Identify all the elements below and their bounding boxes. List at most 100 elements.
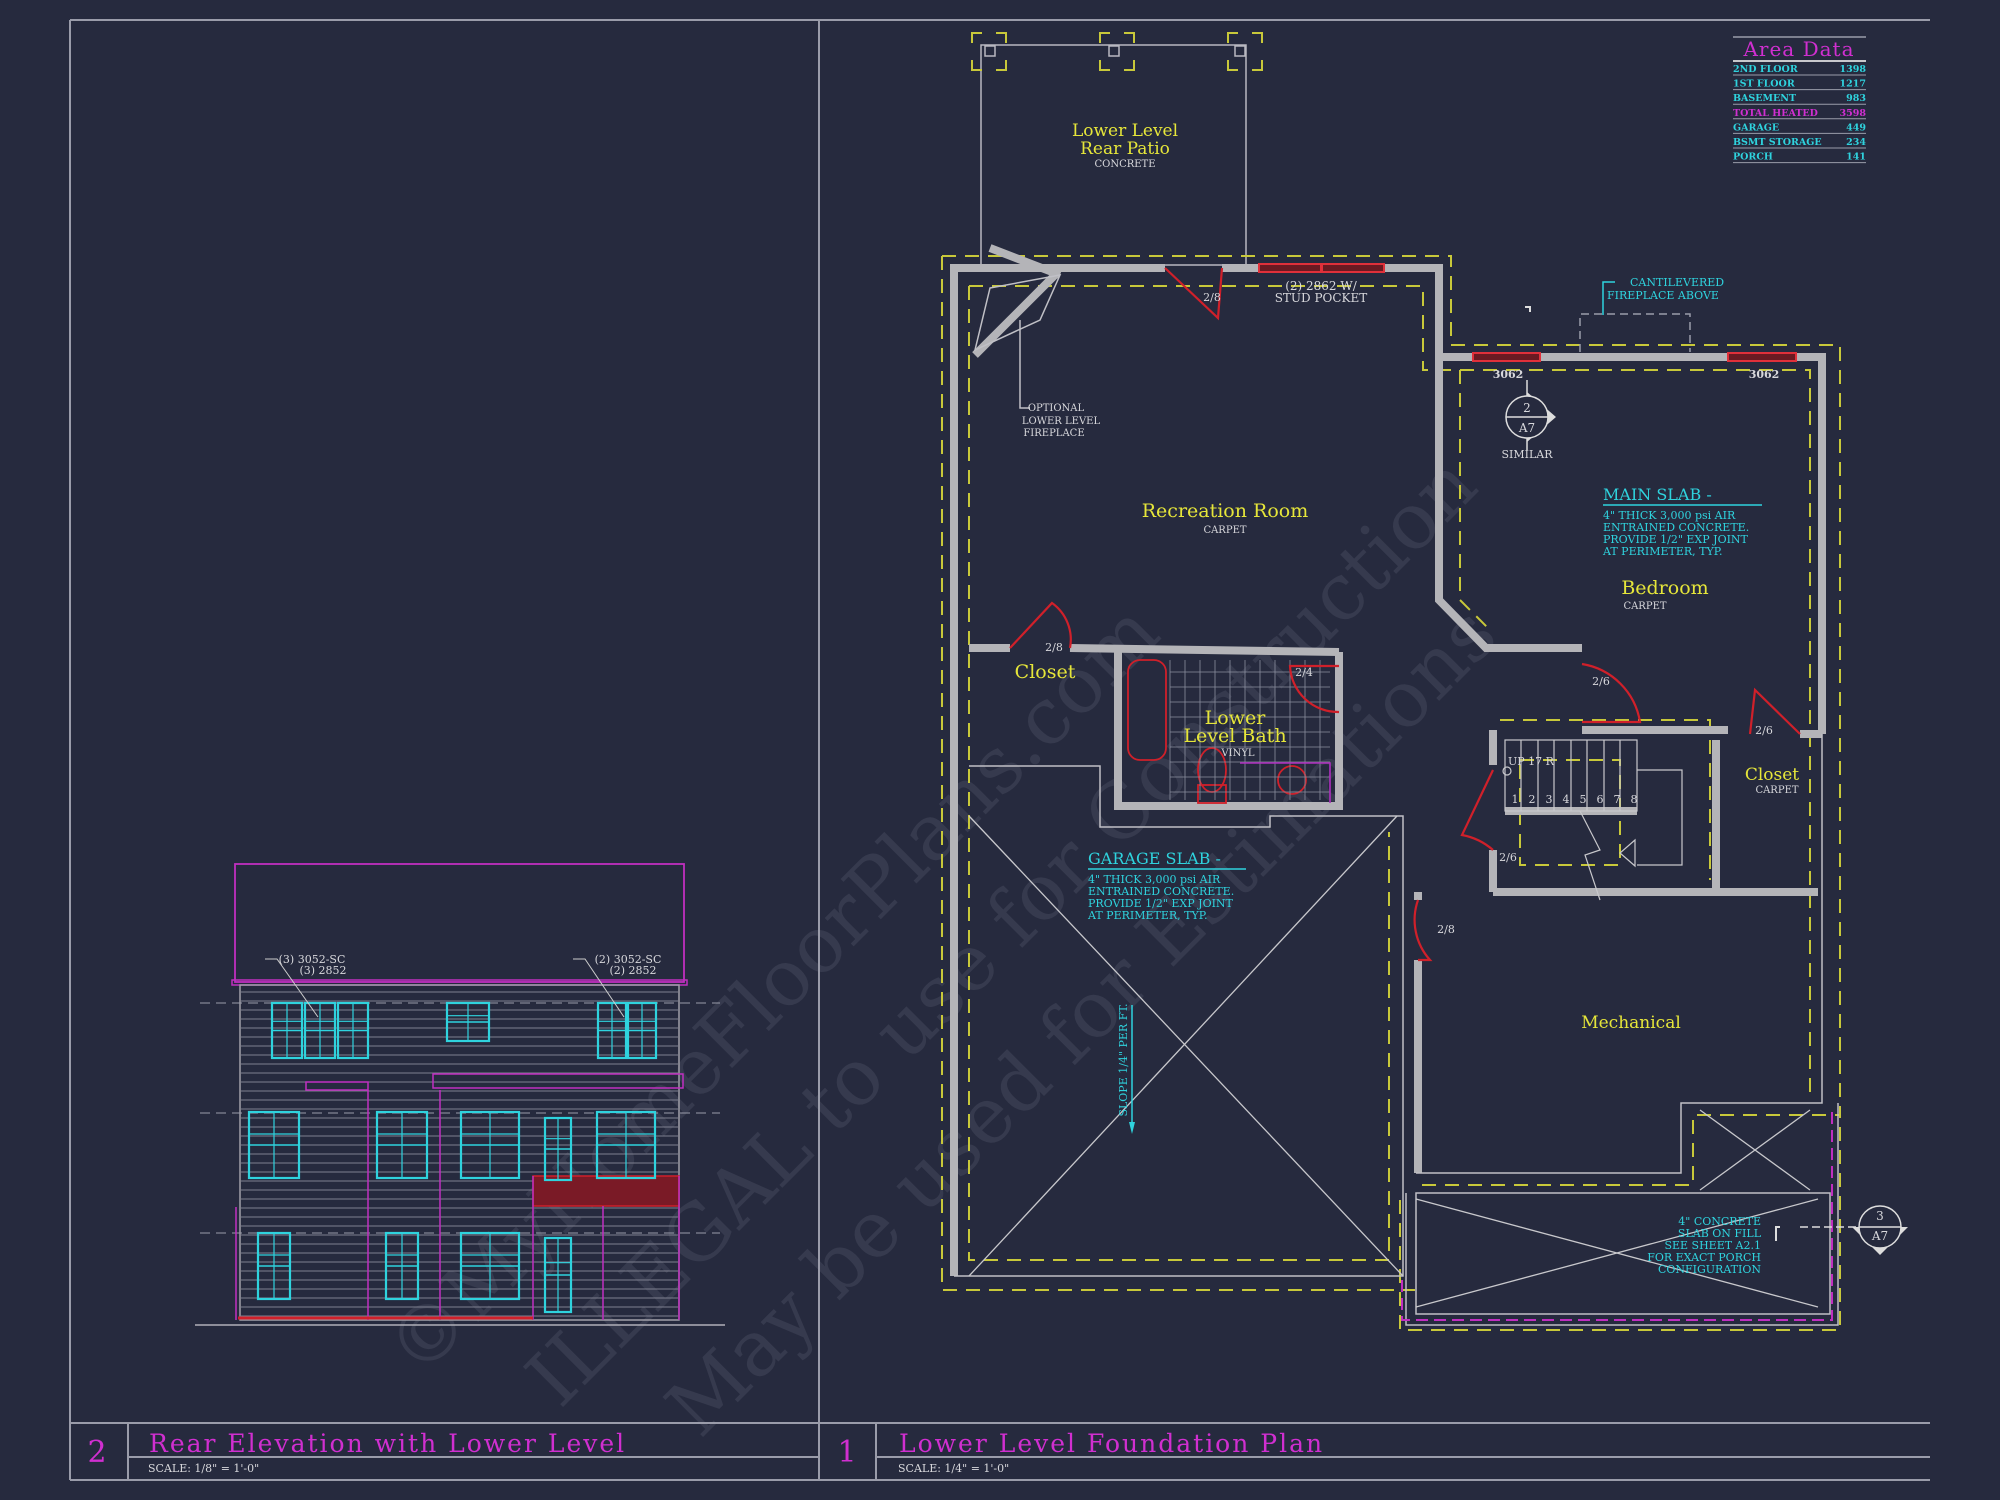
note-main-slab: AT PERIMETER, TYP. (1602, 545, 1722, 558)
note-cantilevered: FIREPLACE ABOVE (1607, 289, 1719, 302)
section-marker-2[interactable]: 2 A7 SIMILAR (1501, 380, 1556, 461)
note-porch: SLAB ON FILL (1678, 1227, 1762, 1240)
section-number: 2 (1523, 401, 1531, 415)
note-stud-pocket: STUD POCKET (1275, 291, 1368, 305)
note-cantilevered: CANTILEVERED (1630, 276, 1724, 289)
door-label: 2/4 (1295, 666, 1313, 679)
doors (1009, 267, 1801, 962)
elevation-window (303, 1001, 337, 1060)
finish-label: CARPET (1623, 601, 1666, 612)
area-row-label: BASEMENT (1733, 93, 1796, 104)
note-garage-slab: 4" THICK 3,000 psi AIR (1088, 873, 1221, 886)
room-label-bath: Level Bath (1183, 725, 1286, 747)
drawing-number: 2 (87, 1435, 106, 1470)
note-garage-slab: AT PERIMETER, TYP. (1087, 909, 1207, 922)
note-fireplace: FIREPLACE (1023, 428, 1084, 439)
finish-label: CARPET (1755, 785, 1798, 796)
stair-step-number: 8 (1631, 793, 1638, 806)
window-label: 3062 (1749, 368, 1780, 381)
door-label: 2/8 (1045, 641, 1063, 654)
stair-step-number: 5 (1580, 793, 1587, 806)
foundation-plan: 2 A7 SIMILAR 3 A7 Lower Level Rear Patio… (941, 32, 1908, 1331)
room-label-mechanical: Mechanical (1581, 1013, 1681, 1033)
area-row-value: 449 (1846, 122, 1866, 133)
area-row-label: 1ST FLOOR (1733, 79, 1795, 90)
area-row-value: 234 (1846, 137, 1866, 148)
sheet-frame (69, 19, 1930, 1481)
windows (1258, 263, 1797, 362)
note-main-slab: 4" THICK 3,000 psi AIR (1603, 509, 1736, 522)
stair-label: UP 17 R (1508, 755, 1555, 768)
door-label: 2/6 (1592, 675, 1610, 688)
elevation-callout-left: (3) 2852 (299, 964, 346, 977)
room-label-bedroom: Bedroom (1621, 577, 1708, 599)
elevation-window (626, 1001, 658, 1060)
finish-label: VINYL (1220, 748, 1255, 759)
section-note: SIMILAR (1501, 448, 1553, 461)
stair-step-number: 7 (1614, 793, 1621, 806)
area-row-value: 141 (1846, 152, 1866, 163)
room-label-patio: Rear Patio (1080, 139, 1170, 159)
drawing-scale: SCALE: 1/4" = 1'-0" (898, 1462, 1009, 1475)
area-row-label: TOTAL HEATED (1733, 108, 1818, 119)
drawing-title: Rear Elevation with Lower Level (149, 1429, 626, 1458)
elevation-window (543, 1236, 573, 1314)
drawing-scale: SCALE: 1/8" = 1'-0" (148, 1462, 259, 1475)
note-porch: CONFIGURATION (1658, 1263, 1761, 1276)
note-stud-pocket: (2) 2862 W/ (1285, 279, 1358, 293)
notes: OPTIONAL LOWER LEVEL FIREPLACE (2) 2862 … (1022, 276, 1762, 1276)
area-row-value: 3598 (1840, 108, 1867, 119)
stair-step-number: 3 (1546, 793, 1553, 806)
room-labels: Lower Level Rear Patio CONCRETE Recreati… (1015, 121, 1800, 1033)
area-row-label: 2ND FLOOR (1733, 64, 1798, 75)
area-data-title: Area Data (1742, 37, 1854, 61)
area-row-label: GARAGE (1733, 122, 1779, 133)
elevation-callout-right: (2) 3052-SC (595, 953, 662, 966)
note-fireplace: LOWER LEVEL (1022, 416, 1101, 427)
elevation-window (247, 1110, 301, 1180)
drawing-number: 1 (837, 1435, 856, 1470)
area-row-value: 1398 (1840, 64, 1867, 75)
area-data-table: Area Data 2ND FLOOR 1398 1ST FLOOR 1217BASE… (1733, 36, 1867, 164)
section-sheet: A7 (1871, 1229, 1888, 1243)
note-porch: 4" CONCRETE (1678, 1215, 1761, 1228)
garage-slab-cross (968, 815, 1404, 1277)
elevation-window (596, 1001, 628, 1060)
elevation-window (595, 1110, 657, 1180)
note-garage-slab: ENTRAINED CONCRETE. (1088, 885, 1234, 898)
elevation-window (270, 1001, 304, 1060)
note-garage-slab: PROVIDE 1/2" EXP JOINT (1088, 897, 1234, 910)
title-block-elevation: 2 Rear Elevation with Lower Level SCALE:… (87, 1429, 626, 1475)
section-sheet: A7 (1518, 421, 1535, 435)
elevation-window (459, 1231, 521, 1301)
elevation-window (256, 1231, 292, 1301)
section-number: 3 (1876, 1209, 1884, 1223)
note-main-slab: ENTRAINED CONCRETE. (1603, 521, 1749, 534)
area-row-value: 983 (1846, 93, 1866, 104)
room-label-recreation: Recreation Room (1142, 500, 1308, 522)
door-label: 2/8 (1437, 923, 1455, 936)
title-block-plan: 1 Lower Level Foundation Plan SCALE: 1/4… (837, 1429, 1324, 1475)
stair (1502, 739, 1683, 901)
section-marker-3[interactable]: 3 A7 (1775, 1205, 1908, 1255)
elevation-callout-left: (3) 3052-SC (279, 953, 346, 966)
room-label-closet: Closet (1745, 765, 1799, 785)
note-main-slab-title: MAIN SLAB - (1603, 485, 1712, 504)
elevation-window (336, 1001, 370, 1060)
rear-elevation: (3) 3052-SC (3) 2852 (2) 3052-SC (2) 285… (195, 863, 725, 1326)
room-label-bath: Lower (1205, 707, 1267, 729)
note-main-slab: PROVIDE 1/2" EXP JOINT (1603, 533, 1749, 546)
area-row-label: BSMT STORAGE (1733, 137, 1822, 148)
stair-step-number: 6 (1597, 793, 1604, 806)
elevation-callout-right: (2) 2852 (609, 964, 656, 977)
room-label-closet: Closet (1015, 661, 1076, 683)
door-label: 2/6 (1755, 724, 1773, 737)
area-row-label: PORCH (1733, 152, 1773, 163)
note-garage-slab-title: GARAGE SLAB - (1088, 849, 1221, 868)
drawing-title: Lower Level Foundation Plan (899, 1429, 1324, 1458)
footing-lines (941, 255, 1841, 1331)
bath-tile (1169, 660, 1330, 800)
finish-label: CARPET (1203, 525, 1246, 536)
area-row-value: 1217 (1840, 79, 1866, 90)
